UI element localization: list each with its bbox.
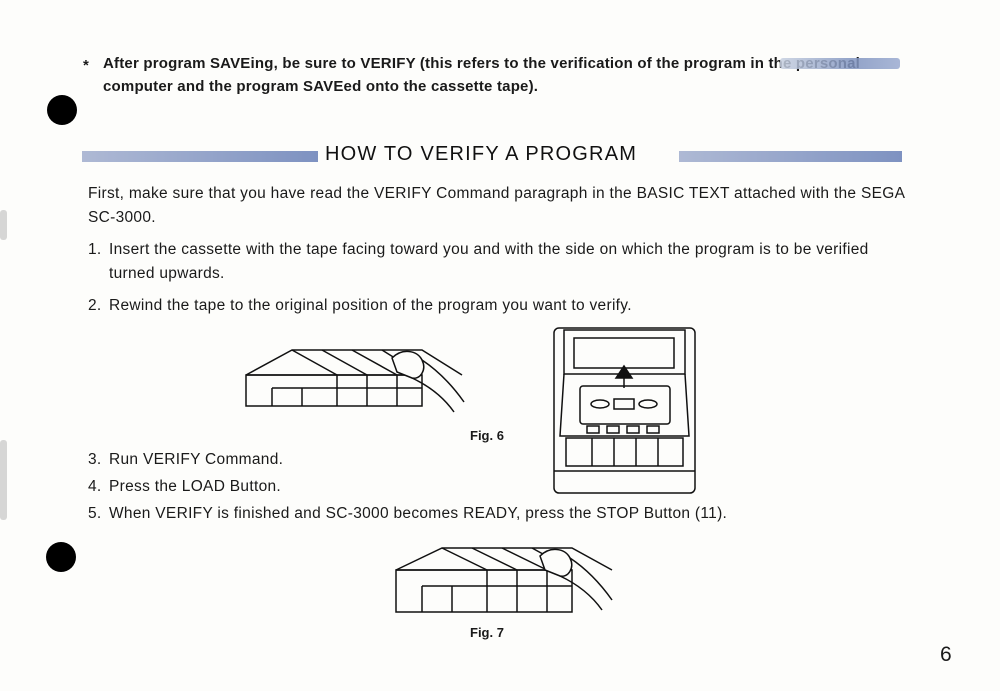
step-4: 4. Press the LOAD Button.	[88, 475, 488, 499]
scan-edge-mark	[0, 440, 7, 520]
step-number: 3.	[88, 451, 102, 468]
note-bullet: *	[83, 57, 90, 74]
section-heading: HOW TO VERIFY A PROGRAM	[82, 143, 902, 169]
binder-hole-bottom	[46, 542, 76, 572]
page-number: 6	[940, 643, 952, 666]
step-text: Insert the cassette with the tape facing…	[109, 241, 869, 282]
binder-hole-top	[47, 95, 77, 125]
page-title: HOW TO VERIFY A PROGRAM	[325, 143, 638, 165]
step-text: When VERIFY is finished and SC-3000 beco…	[109, 505, 728, 522]
step-number: 2.	[88, 297, 102, 314]
step-1: 1. Insert the cassette with the tape fac…	[88, 238, 908, 286]
step-2: 2. Rewind the tape to the original posit…	[88, 294, 908, 318]
cassette-press-illustration	[245, 349, 465, 413]
cassette-deck-illustration	[553, 327, 696, 494]
step-text: Run VERIFY Command.	[109, 451, 284, 468]
step-number: 4.	[88, 478, 102, 495]
intro-paragraph: First, make sure that you have read the …	[88, 185, 905, 226]
figure-caption-7: Fig. 7	[470, 625, 504, 640]
step-number: 1.	[88, 241, 102, 258]
step-3: 3. Run VERIFY Command.	[88, 448, 488, 472]
scan-edge-mark	[0, 210, 7, 240]
highlight-smudge	[780, 58, 900, 69]
cassette-press-illustration-2	[395, 547, 613, 613]
note-text: After program SAVEing, be sure to VERIFY…	[103, 55, 861, 95]
step-text: Press the LOAD Button.	[109, 478, 282, 495]
step-number: 5.	[88, 505, 102, 522]
heading-bar-right	[679, 151, 902, 162]
step-text: Rewind the tape to the original position…	[109, 297, 632, 314]
step-5: 5. When VERIFY is finished and SC-3000 b…	[88, 502, 908, 526]
figure-caption-6: Fig. 6	[470, 428, 504, 443]
heading-bar-left	[82, 151, 318, 162]
